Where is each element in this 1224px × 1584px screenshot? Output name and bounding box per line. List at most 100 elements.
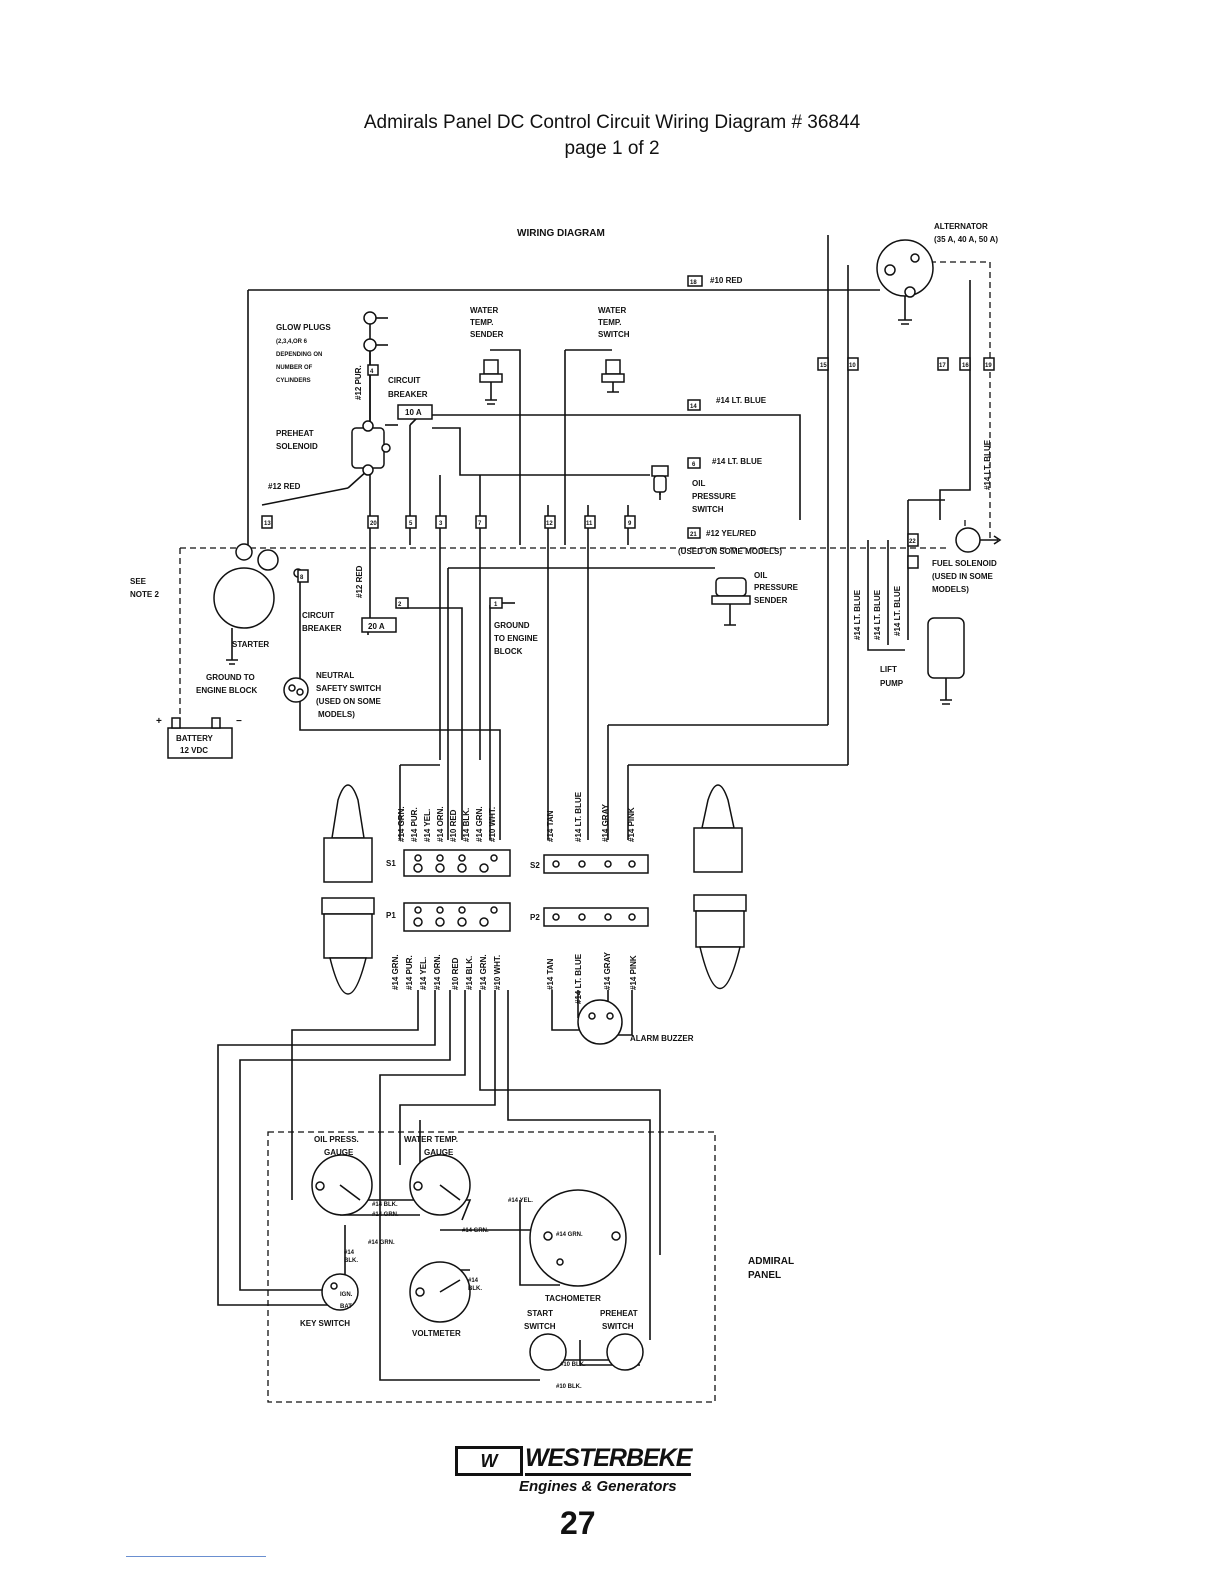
- alternator-label: ALTERNATOR (35 A, 40 A, 50 A): [934, 222, 998, 244]
- see-note-label: SEE NOTE 2: [130, 577, 159, 599]
- svg-text:#14 LT. BLUE: #14 LT. BLUE: [873, 589, 882, 640]
- svg-text:WATER: WATER: [470, 306, 499, 315]
- svg-text:#10 WHT.: #10 WHT.: [488, 807, 497, 842]
- alarm-buzzer-symbol: [577, 999, 623, 1045]
- cb-10a-rating: 10 A: [405, 408, 422, 417]
- svg-text:CYLINDERS: CYLINDERS: [276, 378, 311, 384]
- svg-text:#14 GRN.: #14 GRN.: [397, 806, 406, 842]
- water-temp-gauge-label: WATER TEMP. GAUGE: [404, 1135, 458, 1157]
- svg-text:19: 19: [985, 363, 992, 369]
- wire-number-tags: [261, 275, 995, 609]
- svg-text:+: +: [156, 716, 162, 727]
- battery-symbol: + −: [156, 716, 242, 759]
- used-on-some-models-label: (USED ON SOME MODELS): [678, 547, 782, 556]
- svg-text:SAFETY SWITCH: SAFETY SWITCH: [316, 684, 381, 693]
- westerbeke-emblem-icon: W: [455, 1446, 523, 1476]
- svg-text:WATER TEMP.: WATER TEMP.: [404, 1135, 458, 1144]
- svg-text:PREHEAT: PREHEAT: [600, 1309, 638, 1318]
- oil-press-gauge-symbol: [311, 1154, 373, 1216]
- svg-text:6: 6: [692, 462, 696, 468]
- water-temp-switch-symbol: [601, 359, 625, 393]
- svg-text:GAUGE: GAUGE: [324, 1148, 354, 1157]
- circuit-breaker-20a-label: CIRCUIT BREAKER: [302, 611, 342, 633]
- svg-text:(USED ON SOME: (USED ON SOME: [316, 697, 382, 706]
- svg-text:SEE: SEE: [130, 577, 147, 586]
- svg-text:17: 17: [939, 363, 946, 369]
- water-temp-sender-label: WATER TEMP. SENDER: [470, 306, 504, 339]
- oil-pressure-sender-label: OIL PRESSURE SENDER: [754, 571, 799, 605]
- svg-text:(35 A, 40 A, 50 A): (35 A, 40 A, 50 A): [934, 235, 998, 244]
- ground-engine-block-symbol: [489, 597, 515, 609]
- svg-text:TEMP.: TEMP.: [470, 318, 493, 327]
- svg-text:#14 PINK: #14 PINK: [629, 955, 638, 990]
- svg-text:13: 13: [264, 521, 271, 527]
- svg-text:OIL: OIL: [754, 571, 767, 580]
- circuit-breaker-20a-symbol: 20 A: [361, 617, 397, 633]
- preheat-solenoid-label: PREHEAT SOLENOID: [276, 429, 318, 451]
- ground-center-label: GROUND TO ENGINE BLOCK: [494, 621, 539, 656]
- svg-text:OIL PRESS.: OIL PRESS.: [314, 1135, 359, 1144]
- circuit-breaker-10a-label: CIRCUIT BREAKER: [388, 376, 428, 399]
- svg-text:#10 RED: #10 RED: [449, 809, 458, 842]
- svg-text:#14 BLK.: #14 BLK.: [465, 956, 474, 990]
- svg-text:ENGINE BLOCK: ENGINE BLOCK: [196, 686, 258, 695]
- cb-20a-rating: 20 A: [368, 622, 385, 631]
- svg-text:18: 18: [690, 280, 697, 286]
- oil-pressure-switch-label: OIL PRESSURE SWITCH: [692, 479, 737, 514]
- svg-text:#10 BLK.: #10 BLK.: [556, 1384, 582, 1390]
- svg-text:PRESSURE: PRESSURE: [754, 583, 799, 592]
- svg-text:14: 14: [690, 404, 697, 410]
- connector-p1: [403, 902, 511, 932]
- svg-text:#14 PUR.: #14 PUR.: [410, 807, 419, 842]
- red12-vert-label: #12 RED: [355, 565, 364, 598]
- svg-text:SWITCH: SWITCH: [602, 1322, 634, 1331]
- svg-text:#10 BLK.: #10 BLK.: [560, 1362, 586, 1368]
- alternator-symbol: [876, 239, 934, 325]
- svg-text:#14 YEL.: #14 YEL.: [423, 809, 432, 842]
- westerbeke-logo: W WESTERBEKE Engines & Generators: [455, 1444, 715, 1504]
- svg-text:SENDER: SENDER: [754, 596, 788, 605]
- svg-text:PUMP: PUMP: [880, 679, 904, 688]
- svg-text:SENDER: SENDER: [470, 330, 504, 339]
- preheat-switch-symbol: [606, 1333, 644, 1371]
- svg-text:4: 4: [370, 369, 374, 375]
- svg-text:20: 20: [370, 521, 377, 527]
- svg-text:NOTE 2: NOTE 2: [130, 590, 159, 599]
- svg-text:BLK.: BLK.: [344, 1258, 358, 1264]
- voltmeter-label: VOLTMETER: [412, 1329, 461, 1338]
- circuit-breaker-10a-symbol: 10 A: [397, 404, 433, 420]
- svg-text:#14 GRN.: #14 GRN.: [462, 1228, 489, 1234]
- svg-text:MODELS): MODELS): [318, 710, 355, 719]
- svg-text:#14 GRN.: #14 GRN.: [479, 954, 488, 990]
- water-temp-sender-symbol: [479, 359, 503, 405]
- svg-text:FUEL SOLENOID: FUEL SOLENOID: [932, 559, 997, 568]
- ltblue14-b-label: #14 LT. BLUE: [712, 457, 763, 466]
- ltblue14-right-label: #14 LT. BLUE: [983, 439, 992, 490]
- svg-text:12 VDC: 12 VDC: [180, 746, 208, 755]
- svg-text:BLOCK: BLOCK: [494, 647, 523, 656]
- svg-text:#14 ORN.: #14 ORN.: [436, 806, 445, 842]
- connector-s2: [543, 854, 649, 874]
- wire-number-digits: 18 14 6 15 16 17 13 5 3 12 2 11 10 9 19 …: [264, 280, 992, 608]
- lift-pump-symbol: [927, 617, 965, 705]
- svg-text:2: 2: [398, 602, 402, 608]
- svg-text:#10 WHT.: #10 WHT.: [493, 955, 502, 990]
- fuel-solenoid-symbol: [955, 527, 1002, 553]
- svg-text:SWITCH: SWITCH: [692, 505, 724, 514]
- connector-p2: [543, 907, 649, 927]
- svg-text:1: 1: [494, 602, 498, 608]
- footer-rule: [126, 1556, 266, 1557]
- p1-label: P1: [386, 911, 396, 920]
- preheat-switch-label: PREHEAT SWITCH: [600, 1309, 638, 1331]
- s1-label: S1: [386, 859, 396, 868]
- s2-wire-labels: #14 TAN #14 LT. BLUE #14 GRAY #14 PINK: [546, 791, 636, 842]
- svg-text:GAUGE: GAUGE: [424, 1148, 454, 1157]
- svg-text:#14 TAN: #14 TAN: [546, 810, 555, 842]
- svg-text:#14 GRAY: #14 GRAY: [603, 951, 612, 990]
- preheat-solenoid-symbol: [351, 420, 391, 476]
- svg-text:#14 ORN.: #14 ORN.: [433, 954, 442, 990]
- svg-text:#14: #14: [468, 1278, 479, 1284]
- plug-illustration-left: [321, 784, 375, 995]
- svg-text:PANEL: PANEL: [748, 1270, 781, 1281]
- svg-text:PRESSURE: PRESSURE: [692, 492, 737, 501]
